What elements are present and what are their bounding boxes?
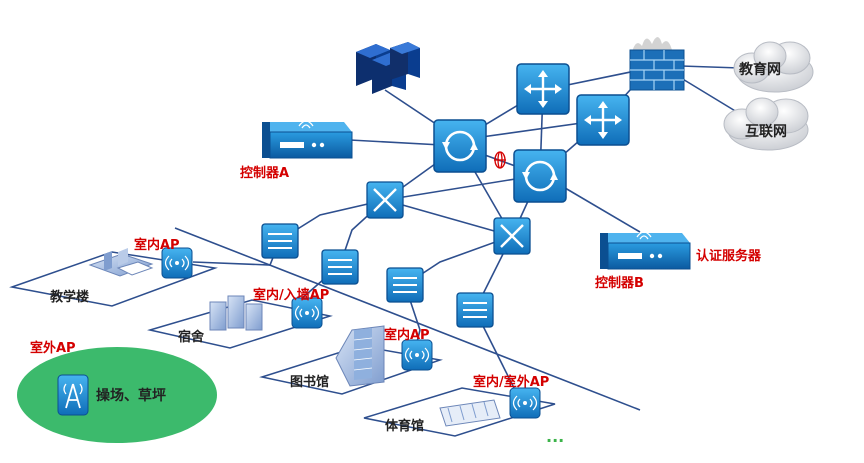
ellipsis-label: ... <box>546 427 564 446</box>
teaching-building-label: 教学楼 <box>49 289 89 305</box>
building-icon <box>335 325 385 387</box>
stack-link-icon <box>494 151 506 169</box>
cloud-icon <box>733 41 814 93</box>
ap-indoor-label: 室内AP <box>134 237 180 253</box>
aggregation-switch-icon <box>366 181 404 219</box>
building-icon <box>209 295 263 331</box>
controller-icon <box>262 120 353 159</box>
controller-icon <box>600 231 691 270</box>
wireless-ap-icon <box>509 387 541 419</box>
wireless-ap-icon <box>161 247 193 279</box>
building-icon <box>439 399 501 427</box>
auth-server-label: 认证服务器 <box>696 248 762 264</box>
core-switch-icon <box>513 149 567 203</box>
access-switch-icon <box>321 249 359 285</box>
access-switch-icon <box>261 223 299 259</box>
building-icon <box>88 248 154 277</box>
router-icon <box>576 94 630 146</box>
access-switch-icon <box>456 292 494 328</box>
playground-zone <box>17 347 217 443</box>
education-net-label: 教育网 <box>739 61 781 78</box>
internet-label: 互联网 <box>745 124 787 140</box>
server-cluster-icon <box>356 42 420 94</box>
wireless-ap-icon <box>291 297 323 329</box>
library-label: 图书馆 <box>290 374 329 390</box>
antenna-icon <box>57 374 89 416</box>
router-icon <box>516 63 570 115</box>
controller-b-label: 控制器B <box>595 275 644 291</box>
aggregation-switch-icon <box>493 217 531 255</box>
ap-indoor-outdoor-label: 室内/室外AP <box>473 374 549 390</box>
dormitory-label: 宿舍 <box>178 329 205 345</box>
playground-label: 操场、草坪 <box>96 387 166 404</box>
ap-outdoor-label: 室外AP <box>30 340 76 356</box>
wireless-ap-icon <box>401 339 433 371</box>
core-switch-icon <box>433 119 487 173</box>
gymnasium-label: 体育馆 <box>385 418 424 434</box>
firewall-icon <box>629 37 685 91</box>
cloud-icon <box>723 97 809 151</box>
ap-indoor-wall-label: 室内/入墙AP <box>253 287 329 303</box>
access-switch-icon <box>386 267 424 303</box>
controller-a-label: 控制器A <box>240 165 289 181</box>
ap-indoor-label-2: 室内AP <box>384 327 430 343</box>
